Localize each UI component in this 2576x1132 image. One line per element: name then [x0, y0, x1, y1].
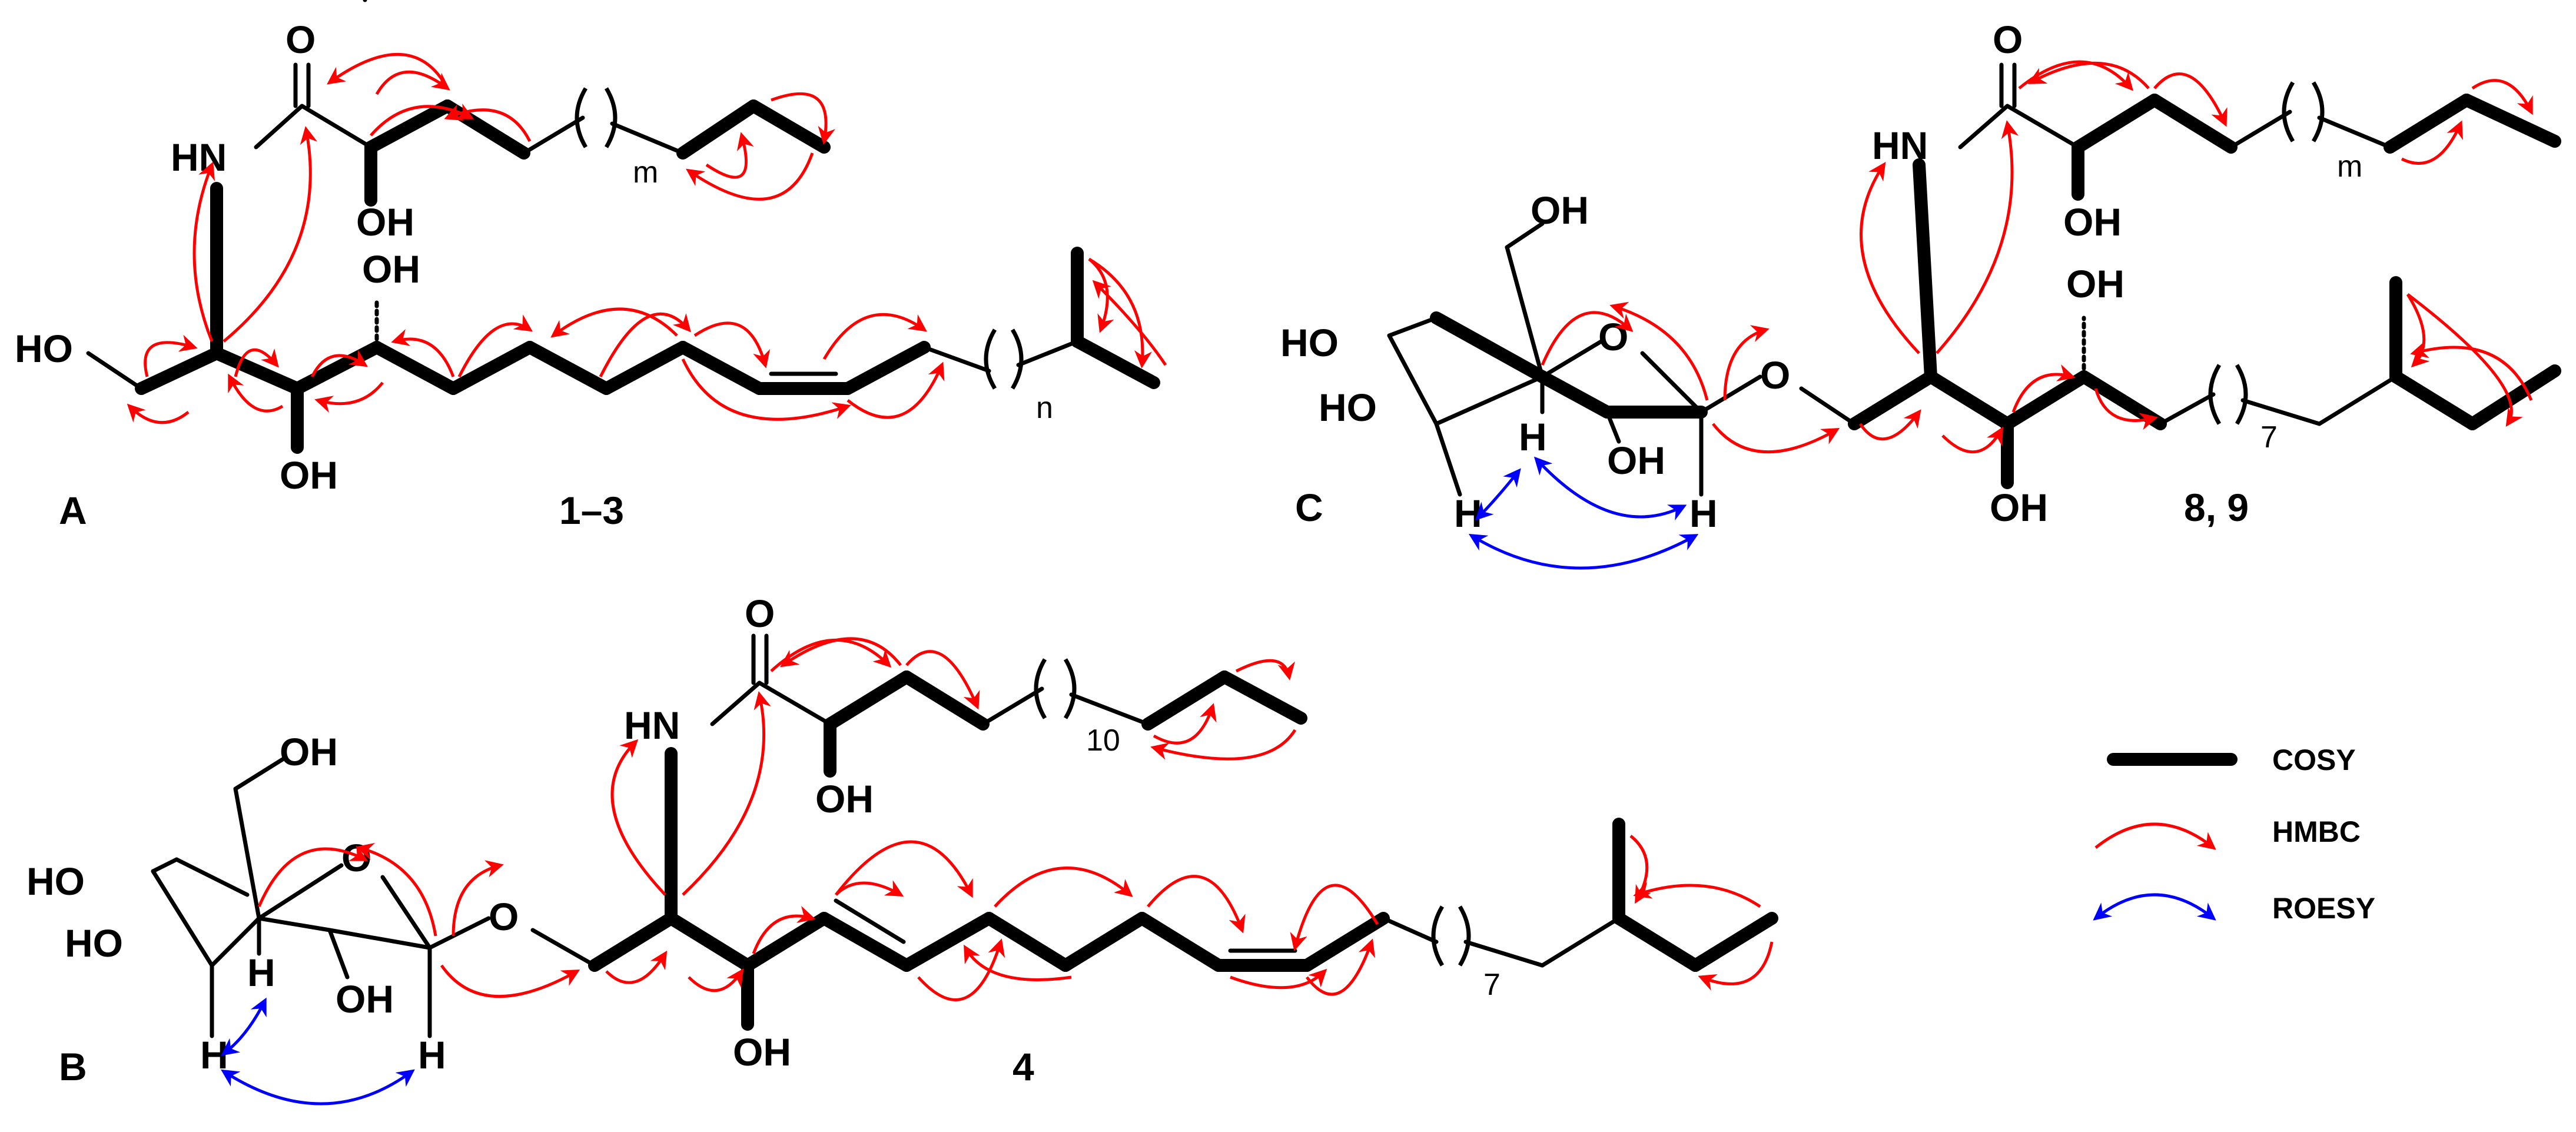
c6-hydroxyl-b: OH	[280, 730, 338, 774]
hmbc-arrow-swatch	[2094, 822, 2216, 850]
c4-hydroxyl: OH	[362, 247, 420, 291]
repeat-m-c: m	[2337, 150, 2362, 184]
repeat-7-b: 7	[1483, 968, 1501, 1002]
h1-b: H	[418, 1033, 446, 1077]
c2-hydroxyl-b: OH	[336, 977, 394, 1021]
compound-label-b: 4	[1013, 1045, 1034, 1088]
compound-label-a: 1–3	[559, 489, 624, 532]
panel-b: O OH HO HO H H OH H O HN OH	[26, 592, 1778, 1106]
carbonyl-oxygen-b: O	[745, 592, 775, 635]
panel-a: O HN OH m HO OH OH	[15, 18, 1167, 532]
legend-item-hmbc: HMBC	[2094, 815, 2361, 850]
roesy-arrow-swatch	[2093, 893, 2216, 921]
panel-c: O OH HO HO OH H H H O HN OH OH 7	[363, 0, 2561, 570]
c3-hydroxyl-b: HO	[65, 921, 123, 965]
legend-label-cosy: COSY	[2272, 743, 2356, 776]
h-axial-b: H	[247, 951, 275, 994]
h1-c: H	[1689, 492, 1718, 535]
h-axial-c: H	[1519, 415, 1547, 459]
amide-nh-b: HN	[624, 703, 680, 747]
alpha-hydroxyl-b: OH	[815, 777, 874, 821]
c4-hydroxyl-c: HO	[1280, 321, 1339, 364]
c3-hydroxyl-c: HO	[1319, 386, 1377, 429]
carbonyl-oxygen: O	[286, 18, 316, 61]
legend-item-roesy: ROESY	[2093, 892, 2375, 925]
repeat-m: m	[633, 155, 658, 190]
c3-hydroxyl: OH	[280, 453, 338, 497]
c2-hydroxyl-c: OH	[1607, 439, 1665, 482]
legend-label-hmbc: HMBC	[2272, 815, 2361, 848]
alpha-hydroxyl-c: OH	[2063, 200, 2122, 244]
panel-label-a: A	[59, 489, 87, 532]
repeat-10-b: 10	[1086, 723, 1120, 758]
h3-c: H	[1454, 492, 1482, 535]
glycosidic-oxygen-c: O	[1760, 353, 1790, 397]
c6-hydroxyl-c: OH	[1531, 188, 1589, 232]
primary-hydroxyl: HO	[15, 327, 73, 370]
panel-label-b: B	[59, 1045, 87, 1088]
legend: COSY HMBC ROESY	[2093, 743, 2375, 925]
glycosidic-oxygen-b: O	[489, 895, 519, 938]
c4-hydroxyl-c-base: OH	[2066, 262, 2124, 306]
h3-b: H	[200, 1033, 228, 1077]
repeat-7-c: 7	[2260, 420, 2278, 454]
c3-hydroxyl-c-base: OH	[1990, 486, 2048, 529]
ring-oxygen-b: O	[341, 836, 371, 879]
c3-hydroxyl-b-base: OH	[733, 1030, 791, 1074]
legend-item-cosy: COSY	[2107, 743, 2356, 776]
ring-oxygen-c: O	[1598, 315, 1628, 358]
amide-nh-c: HN	[1872, 124, 1928, 167]
legend-label-roesy: ROESY	[2272, 892, 2375, 925]
compound-label-c: 8, 9	[2184, 486, 2249, 529]
panel-label-c: C	[1295, 486, 1323, 529]
alpha-hydroxyl: OH	[356, 200, 414, 244]
c4-hydroxyl-b: HO	[26, 859, 85, 903]
repeat-n: n	[1036, 391, 1053, 425]
carbonyl-oxygen-c: O	[1993, 18, 2023, 61]
amide-nh: HN	[171, 135, 227, 179]
